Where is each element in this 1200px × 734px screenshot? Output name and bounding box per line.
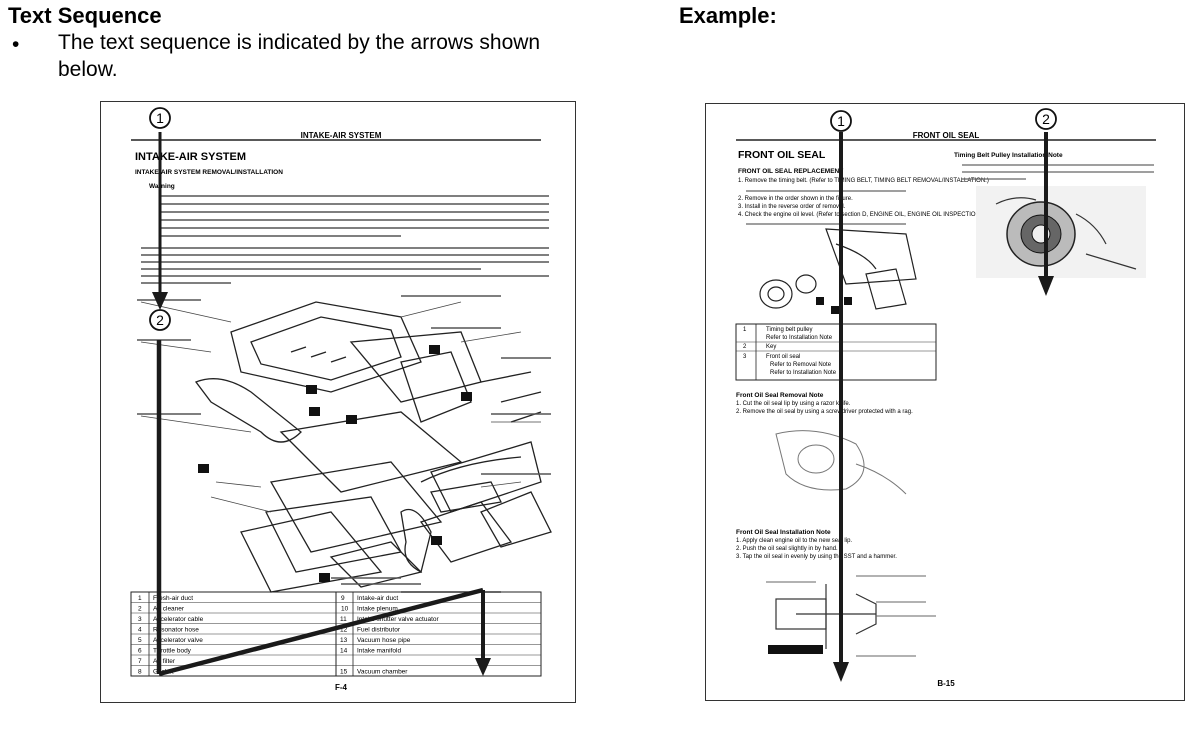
left-table-text: Air filter [153,658,176,665]
left-table-text: Accelerator valve [153,637,203,644]
right-sequence-marker-1: 1 [830,110,852,132]
right-marker-2-number: 2 [1042,111,1050,127]
left-table-num: 4 [138,627,142,634]
right-table-text: Refer to Installation Note [770,370,837,376]
left-table-text: Resonator hose [153,627,199,634]
left-marker-2-number: 2 [156,312,164,328]
left-table-num: 12 [340,627,348,634]
left-table-num: 13 [340,637,348,644]
right-step: 4. Check the engine oil level. (Refer to… [738,212,984,218]
left-table-text: Accelerator cable [153,616,204,623]
right-page-illustration: FRONT OIL SEAL FRONT OIL SEAL FRONT OIL … [735,108,1156,688]
right-removal-title: Front Oil Seal Removal Note [736,392,824,399]
left-sequence-marker-1: 1 [149,107,171,129]
example-title: Example: [679,3,777,28]
left-table-num: 3 [138,616,142,623]
left-table-text: Intake shutter valve actuator [357,616,439,623]
right-table-num: 3 [743,354,747,360]
left-table-text: Intake manifold [357,648,401,655]
left-sequence-marker-2: 2 [149,309,171,331]
right-install-title: Front Oil Seal Installation Note [736,529,831,536]
left-table-text: Vacuum hose pipe [357,637,411,644]
left-page-illustration: INTAKE-AIR SYSTEM INTAKE-AIR SYSTEM INTA… [130,107,552,692]
left-table-text: Throttle body [153,648,192,655]
left-table-num: 9 [341,595,345,602]
right-note-title: Timing Belt Pulley Installation Note [954,152,1063,159]
right-page-header: FRONT OIL SEAL [913,131,980,140]
right-page-footer: B-15 [937,679,955,688]
right-step: 1. Remove the timing belt. (Refer to TIM… [738,178,989,184]
right-table-num: 2 [743,344,747,350]
left-table-num: 2 [138,606,142,613]
left-page-footer: F-4 [335,683,348,692]
left-table-text: Intake plenum [357,606,398,613]
right-table-text: Timing belt pulley [766,327,812,333]
left-table-text: Vacuum chamber [357,669,408,676]
right-removal-step: 1. Cut the oil seal lip by using a razor… [736,401,851,407]
left-section-title: INTAKE-AIR SYSTEM [135,151,246,163]
left-table-num: 11 [340,616,347,623]
left-marker-1-number: 1 [156,110,164,126]
right-table-text: Refer to Removal Note [770,362,832,368]
left-page-header: INTAKE-AIR SYSTEM [301,131,382,140]
left-table-text: Fresh-air duct [153,595,193,602]
left-table-text: Air cleaner [153,606,185,613]
right-install-step: 3. Tap the oil seal in evenly by using t… [736,554,897,560]
right-marker-1-number: 1 [837,113,845,129]
left-table-num: 7 [138,658,142,665]
right-table-text: Front oil seal [766,354,800,360]
right-sequence-marker-2: 2 [1035,108,1057,130]
right-manual-page: FRONT OIL SEAL FRONT OIL SEAL FRONT OIL … [705,103,1185,701]
right-section-title: FRONT OIL SEAL [738,149,826,161]
bullet-dot: • [12,33,20,56]
left-table-num: 8 [138,669,142,676]
right-table-text: Key [766,344,776,350]
left-table-num: 5 [138,637,142,644]
left-table-num: 10 [341,606,349,613]
left-subsection-title: INTAKE-AIR SYSTEM REMOVAL/INSTALLATION [135,169,283,176]
left-warning-label: Warning [149,183,175,190]
left-table-num: 15 [340,669,348,676]
right-step: 2. Remove in the order shown in the figu… [738,196,853,202]
left-table-num: 14 [340,648,348,655]
right-table-text: Refer to Installation Note [766,335,833,341]
right-install-step: 1. Apply clean engine oil to the new sea… [736,538,852,544]
right-removal-step: 2. Remove the oil seal by using a screwd… [736,409,913,415]
section-title: Text Sequence [8,3,162,28]
right-install-step: 2. Push the oil seal slightly in by hand… [736,546,838,552]
bullet-text-line1: The text sequence is indicated by the ar… [58,31,541,54]
left-manual-page: INTAKE-AIR SYSTEM INTAKE-AIR SYSTEM INTA… [100,101,576,703]
right-table-num: 1 [743,327,747,333]
right-step: 3. Install in the reverse order of remov… [738,204,846,210]
bullet-text-line2: below. [58,58,118,81]
left-table-num: 6 [138,648,142,655]
right-subsection-title: FRONT OIL SEAL REPLACEMENT [738,168,843,175]
left-table-text: Fuel distributor [357,627,401,634]
left-table-num: 1 [138,595,142,602]
left-table-text: Intake-air duct [357,595,398,602]
